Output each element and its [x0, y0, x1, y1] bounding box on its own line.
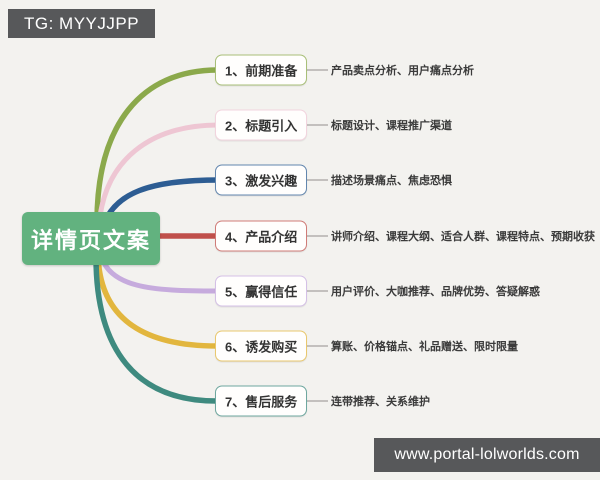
branch-node-4: 4、产品介绍: [215, 220, 308, 252]
telegram-watermark: TG: MYYJJPP: [8, 9, 156, 38]
leaf-text-4: 讲师介绍、课程大纲、适合人群、课程特点、预期收获: [331, 231, 595, 243]
curve-branch-1: [94, 67, 221, 225]
curve-branch-6: [95, 252, 220, 349]
leaf-text-7: 连带推荐、关系维护: [331, 396, 430, 408]
curve-branch-7: [93, 254, 219, 404]
branch-node-1: 1、前期准备: [215, 54, 308, 86]
curve-branch-2: [96, 122, 222, 229]
leaf-text-2: 标题设计、课程推广渠道: [331, 120, 452, 132]
leaf-text-1: 产品卖点分析、用户痛点分析: [331, 65, 474, 77]
branch-node-7: 7、售后服务: [215, 385, 308, 417]
root-node: 详情页文案: [22, 212, 160, 265]
site-watermark: www.portal-lolworlds.com: [374, 438, 600, 472]
branch-node-3: 3、激发兴趣: [215, 164, 308, 196]
leaf-text-6: 算账、价格锚点、礼品赠送、限时限量: [331, 341, 518, 353]
branch-node-5: 5、赢得信任: [215, 275, 308, 307]
branch-node-2: 2、标题引入: [215, 109, 308, 141]
leaf-text-3: 描述场景痛点、焦虑恐惧: [331, 175, 452, 187]
branch-node-6: 6、诱发购买: [215, 330, 308, 362]
leaf-text-5: 用户评价、大咖推荐、品牌优势、答疑解惑: [331, 286, 540, 298]
